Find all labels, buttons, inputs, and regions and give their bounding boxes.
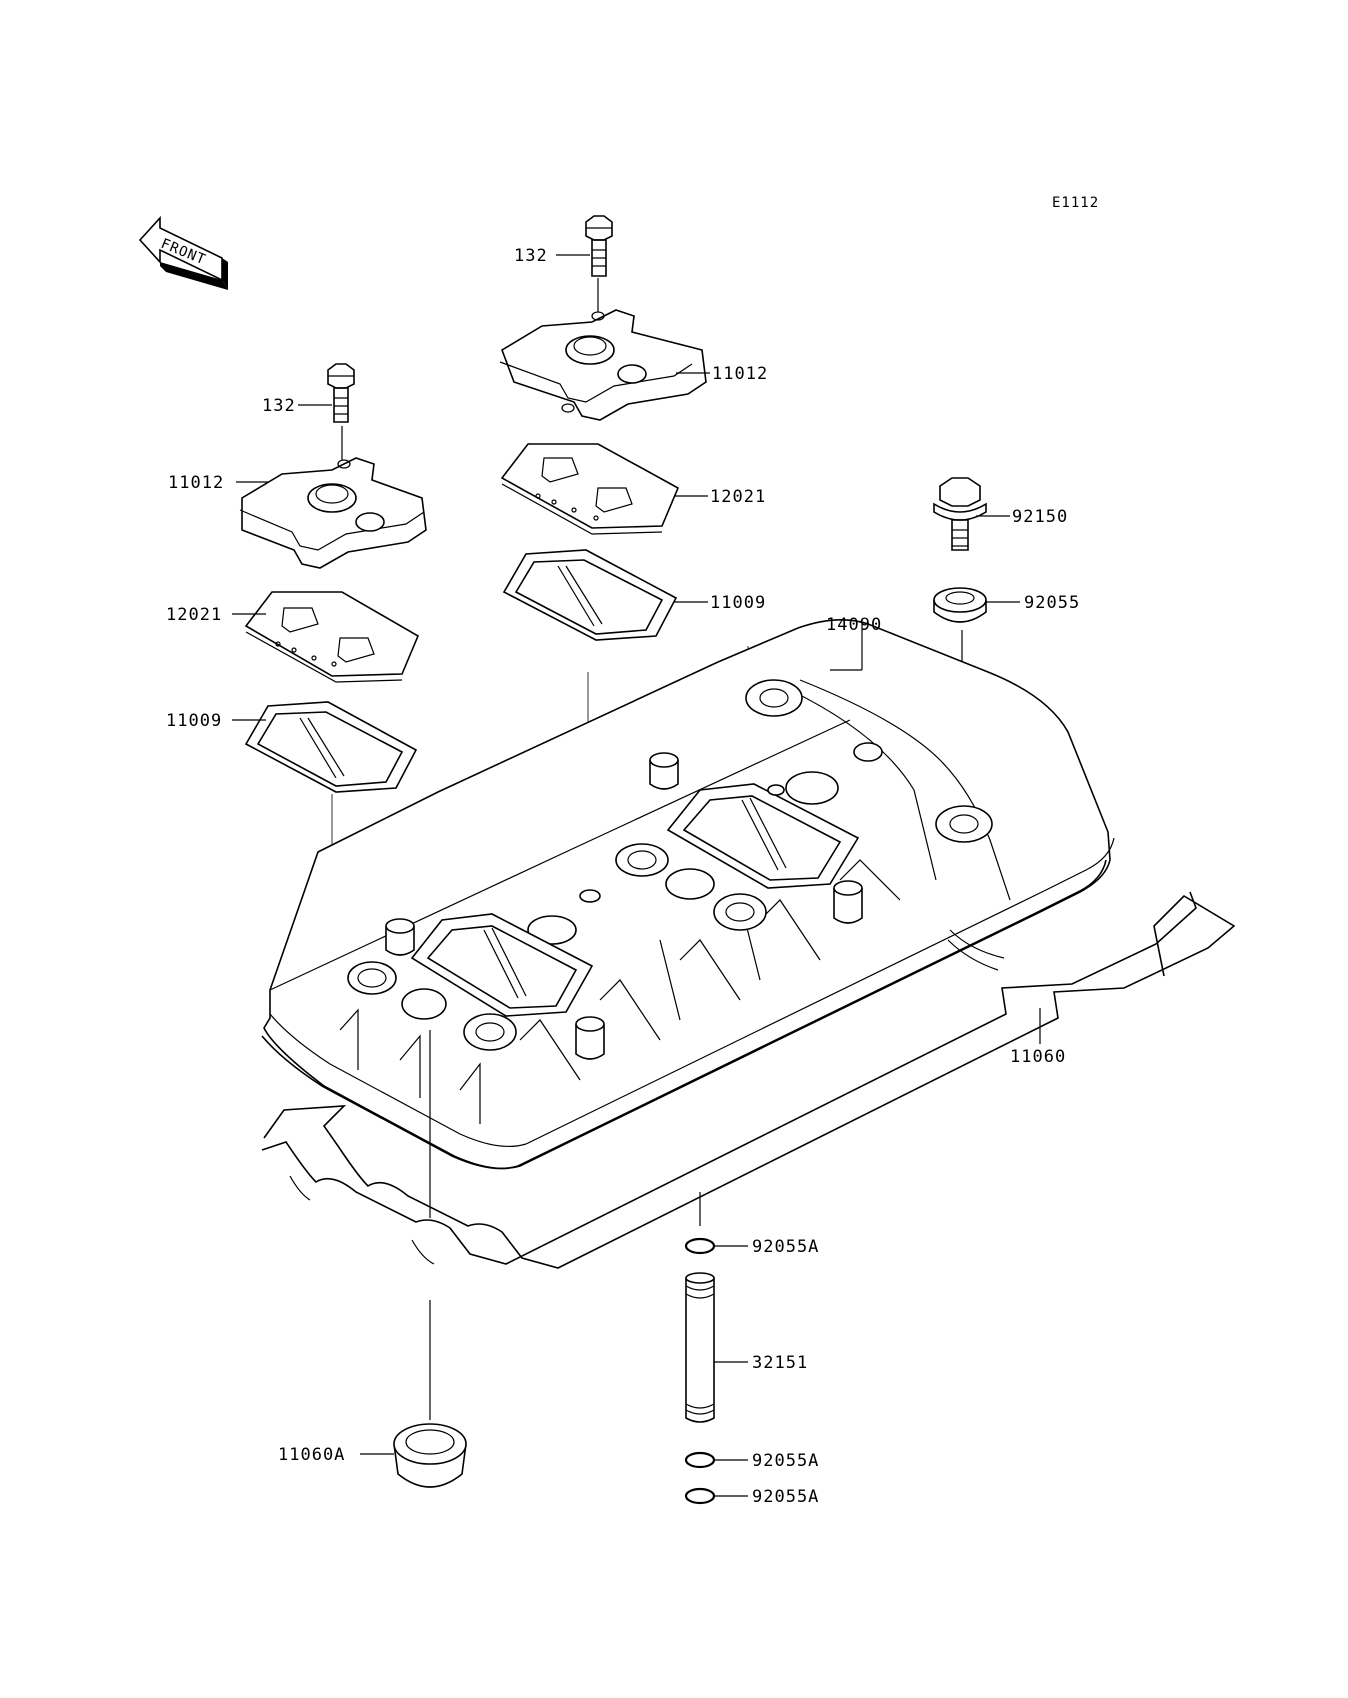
front-arrow-icon: FRONT (138, 215, 228, 290)
label-92055a-mid: 92055A (752, 1451, 819, 1471)
bolt-132-left (327, 363, 355, 460)
gasket-11009-left (244, 701, 418, 793)
label-11012-left: 11012 (168, 473, 224, 493)
label-132-right: 132 (514, 246, 548, 266)
bolt-132-right (585, 215, 613, 312)
washer-92055 (933, 587, 987, 623)
cylinder-head-cover-14090 (261, 619, 1115, 1170)
head-cover-gasket-11060 (261, 891, 1236, 1269)
reed-plate-12021-left (244, 591, 420, 683)
oil-pipe-32151 (685, 1272, 715, 1423)
breather-plate-11012-right (499, 309, 707, 421)
oring-92055a-top (684, 1237, 716, 1255)
label-11012-right: 11012 (712, 364, 768, 384)
label-11060: 11060 (1010, 1047, 1066, 1067)
label-12021-left: 12021 (166, 605, 222, 625)
reference-code: E1112 (1052, 195, 1099, 211)
label-92150: 92150 (1012, 507, 1068, 527)
label-92055a-top: 92055A (752, 1237, 819, 1257)
label-92055a-bottom: 92055A (752, 1487, 819, 1507)
label-11060a: 11060A (278, 1445, 345, 1465)
label-11009-left: 11009 (166, 711, 222, 731)
oring-92055a-bottom (684, 1487, 716, 1505)
label-14090: 14090 (826, 615, 882, 635)
bolt-92150 (933, 477, 987, 551)
label-12021-right: 12021 (710, 487, 766, 507)
label-92055: 92055 (1024, 593, 1080, 613)
label-11009-right: 11009 (710, 593, 766, 613)
label-132-left: 132 (262, 396, 296, 416)
breather-plate-11012-left (239, 457, 427, 569)
label-32151: 32151 (752, 1353, 808, 1373)
plug-seal-11060a (393, 1423, 467, 1488)
oring-92055a-mid (684, 1451, 716, 1469)
gasket-11009-right (502, 549, 678, 641)
reed-plate-12021-right (500, 443, 680, 535)
